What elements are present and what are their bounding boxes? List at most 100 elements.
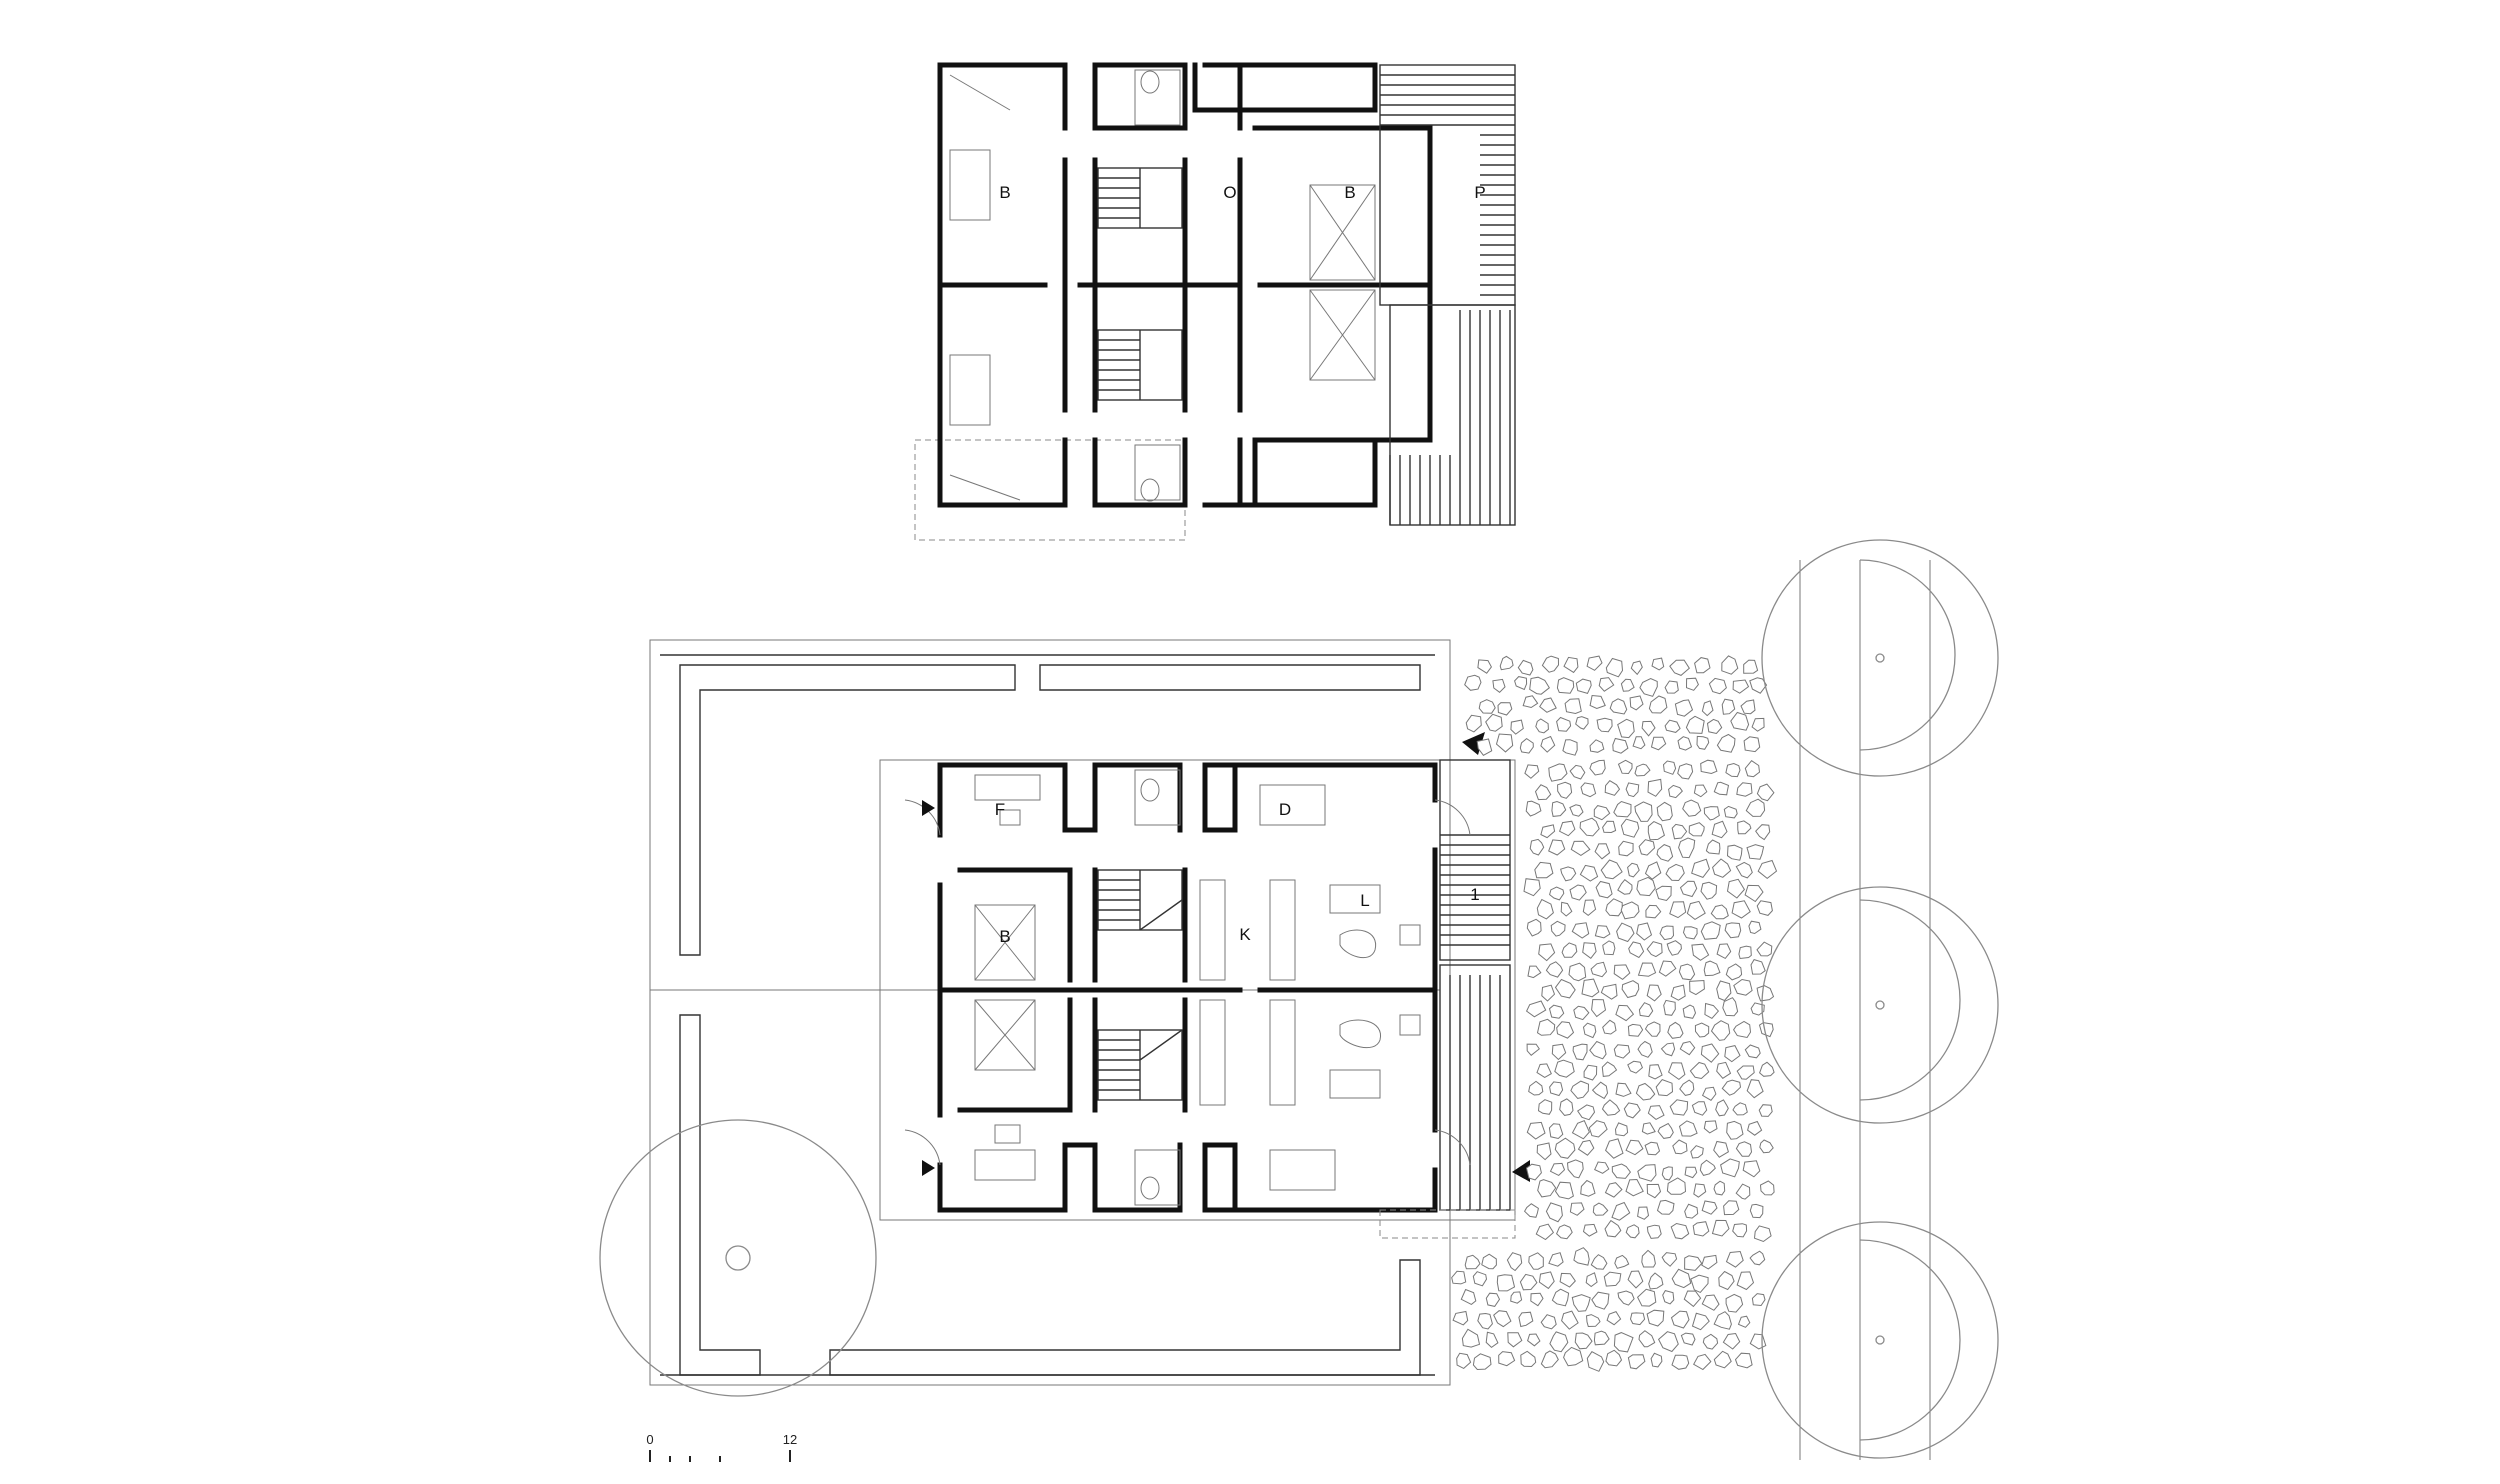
paving-stone [1720,1158,1740,1178]
paving-stone [1684,1166,1698,1179]
paving-stone [1647,778,1663,797]
paving-stone [1734,1352,1753,1369]
paving-stone [1602,1019,1617,1035]
paving-stone [1756,985,1775,1002]
paving-stone [1746,1079,1764,1099]
paving-stone [1724,922,1742,939]
paving-stone [1549,1081,1564,1097]
paving-stone [1703,806,1720,821]
paving-stone [1693,1183,1707,1198]
paving-stone [1690,1274,1709,1294]
paving-stone [1580,782,1597,798]
paving-stone [1523,1203,1539,1218]
paving-stone [1570,840,1591,856]
paving-stone [1577,1139,1595,1156]
paving-stone [1716,1061,1732,1079]
paving-stone [1591,1081,1609,1100]
paving-stone [1639,678,1658,697]
paving-stone [1721,1079,1742,1096]
paving-stone [1561,1310,1579,1330]
paving-stone [1636,922,1653,941]
paving-stone [1736,1271,1755,1291]
ground-core-walls-lower [1062,1142,1238,1213]
paving-stone [1510,719,1524,735]
paving-stone [1499,655,1514,671]
paving-stone [1712,858,1732,878]
paving-stone [1694,657,1711,674]
paving-stone [1478,699,1496,714]
paving-stone [1591,998,1607,1018]
paving-stone [1669,901,1687,919]
paving-stone [1574,1332,1593,1350]
paving-stone [1671,1268,1692,1289]
family-room-label: F [995,800,1005,819]
paving-stone [1589,739,1605,753]
paving-stone [1671,823,1688,840]
paving-stone [1670,984,1686,1001]
paving-stone [1647,1105,1665,1120]
paving-stone [1648,1064,1663,1080]
paving-stone [1736,1065,1755,1080]
paving-stone [1582,1223,1598,1237]
paving-stone [1743,736,1761,753]
paving-stone [1758,1022,1774,1038]
paving-stone [1646,1224,1662,1239]
planter-wall-lower-right [829,1259,1421,1376]
paving-stone [1559,1098,1574,1116]
paving-stone [1721,698,1736,715]
paving-stone [1637,1164,1657,1182]
paving-stone [1726,1120,1744,1140]
paving-stone [1679,1040,1696,1056]
paving-stone [1556,1021,1575,1039]
paving-stone [1563,1346,1584,1367]
paving-stone [1667,1021,1684,1039]
paving-stone [1472,1353,1492,1371]
paving-stone [1748,920,1762,935]
upper-floor-bottom-bay [1252,437,1378,508]
paving-stone [1461,1328,1481,1348]
paving-stone [1685,715,1705,734]
paving-stone [1689,979,1705,996]
paving-stone [1713,781,1730,796]
paving-stone [1659,925,1675,941]
paving-stone [1737,1315,1751,1328]
paving-stone [1647,821,1665,841]
paving-stone [1755,824,1771,841]
paving-stone [1617,879,1633,895]
paving-stone [1577,1104,1596,1121]
paving-stone [1629,695,1644,711]
paving-stone [1603,1271,1622,1287]
paving-stone [1655,1079,1674,1097]
paving-stone [1464,674,1482,691]
upper-floor-right-wall [1252,125,1433,443]
paving-stone [1688,822,1705,837]
paving-stone [1657,1122,1674,1139]
paving-stone [1571,1120,1590,1140]
paving-stone [1549,1331,1569,1353]
upper-floor-bathrooms [1134,69,1181,502]
paving-stone [1623,1102,1641,1119]
paving-stone [1536,898,1554,920]
paving-stone [1569,884,1587,901]
paving-stone [1525,1000,1547,1018]
paving-stone [1625,1178,1644,1197]
paving-stone [1756,783,1775,802]
street-tree-2 [1761,886,1999,1124]
paving-stone [1613,800,1632,818]
paving-stone [1648,1272,1664,1290]
paving-stone [1749,677,1768,694]
paving-stone [1564,698,1582,715]
paving-stone [1723,1200,1740,1216]
paving-stone [1540,824,1556,839]
paving-stone [1611,1163,1632,1179]
planter-wall-upper-left [679,664,1016,956]
paving-stone [1694,1022,1710,1038]
paving-stone [1683,1290,1702,1308]
paving-stone [1575,716,1589,730]
paving-stone [1656,801,1673,822]
paving-stone [1589,1040,1607,1060]
paving-stone [1615,1082,1632,1097]
scale-bar: 0 12 [646,1432,797,1462]
paving-stone [1713,1311,1732,1330]
